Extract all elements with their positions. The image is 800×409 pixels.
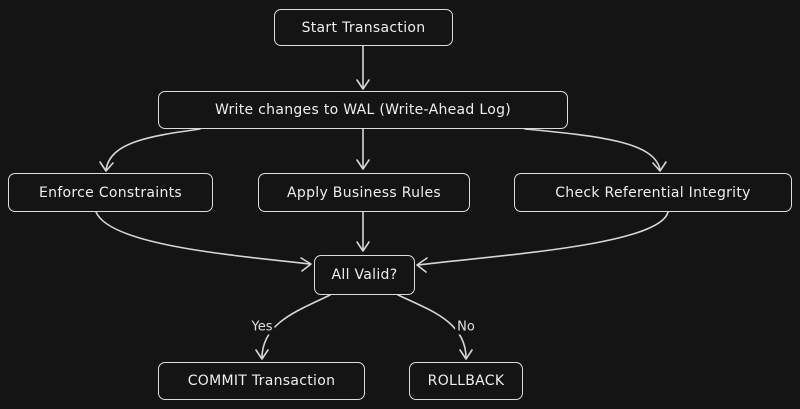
edge-label-no: No <box>455 319 477 335</box>
node-rollback: ROLLBACK <box>409 362 523 400</box>
node-check-referential-integrity: Check Referential Integrity <box>514 173 792 212</box>
node-write-wal: Write changes to WAL (Write-Ahead Log) <box>158 91 568 129</box>
arrowhead-wal-to-rules <box>356 159 370 170</box>
edge-wal-to-constraints <box>105 128 201 171</box>
node-all-valid-decision: All Valid? <box>314 255 415 295</box>
edge-valid-to-rollback <box>397 294 467 359</box>
arrowhead-valid-to-rollback <box>459 349 473 360</box>
edge-label-yes: Yes <box>249 319 275 335</box>
edge-constraints-to-valid <box>95 211 311 265</box>
arrowhead-valid-to-commit <box>255 349 269 360</box>
arrowhead-start-to-wal <box>356 79 370 90</box>
node-commit-transaction: COMMIT Transaction <box>158 362 365 400</box>
edge-integrity-to-valid <box>417 211 669 266</box>
node-enforce-constraints: Enforce Constraints <box>8 173 213 212</box>
arrowhead-rules-to-valid <box>356 241 370 252</box>
arrowhead-wal-to-constraints <box>99 161 114 172</box>
node-start-transaction: Start Transaction <box>274 9 453 46</box>
arrowhead-integrity-to-valid <box>416 257 428 273</box>
edge-wal-to-integrity <box>524 128 661 171</box>
edge-valid-to-commit <box>261 294 331 359</box>
arrowhead-constraints-to-valid <box>300 257 312 272</box>
arrowhead-wal-to-integrity <box>652 161 667 172</box>
node-apply-business-rules: Apply Business Rules <box>258 173 470 212</box>
